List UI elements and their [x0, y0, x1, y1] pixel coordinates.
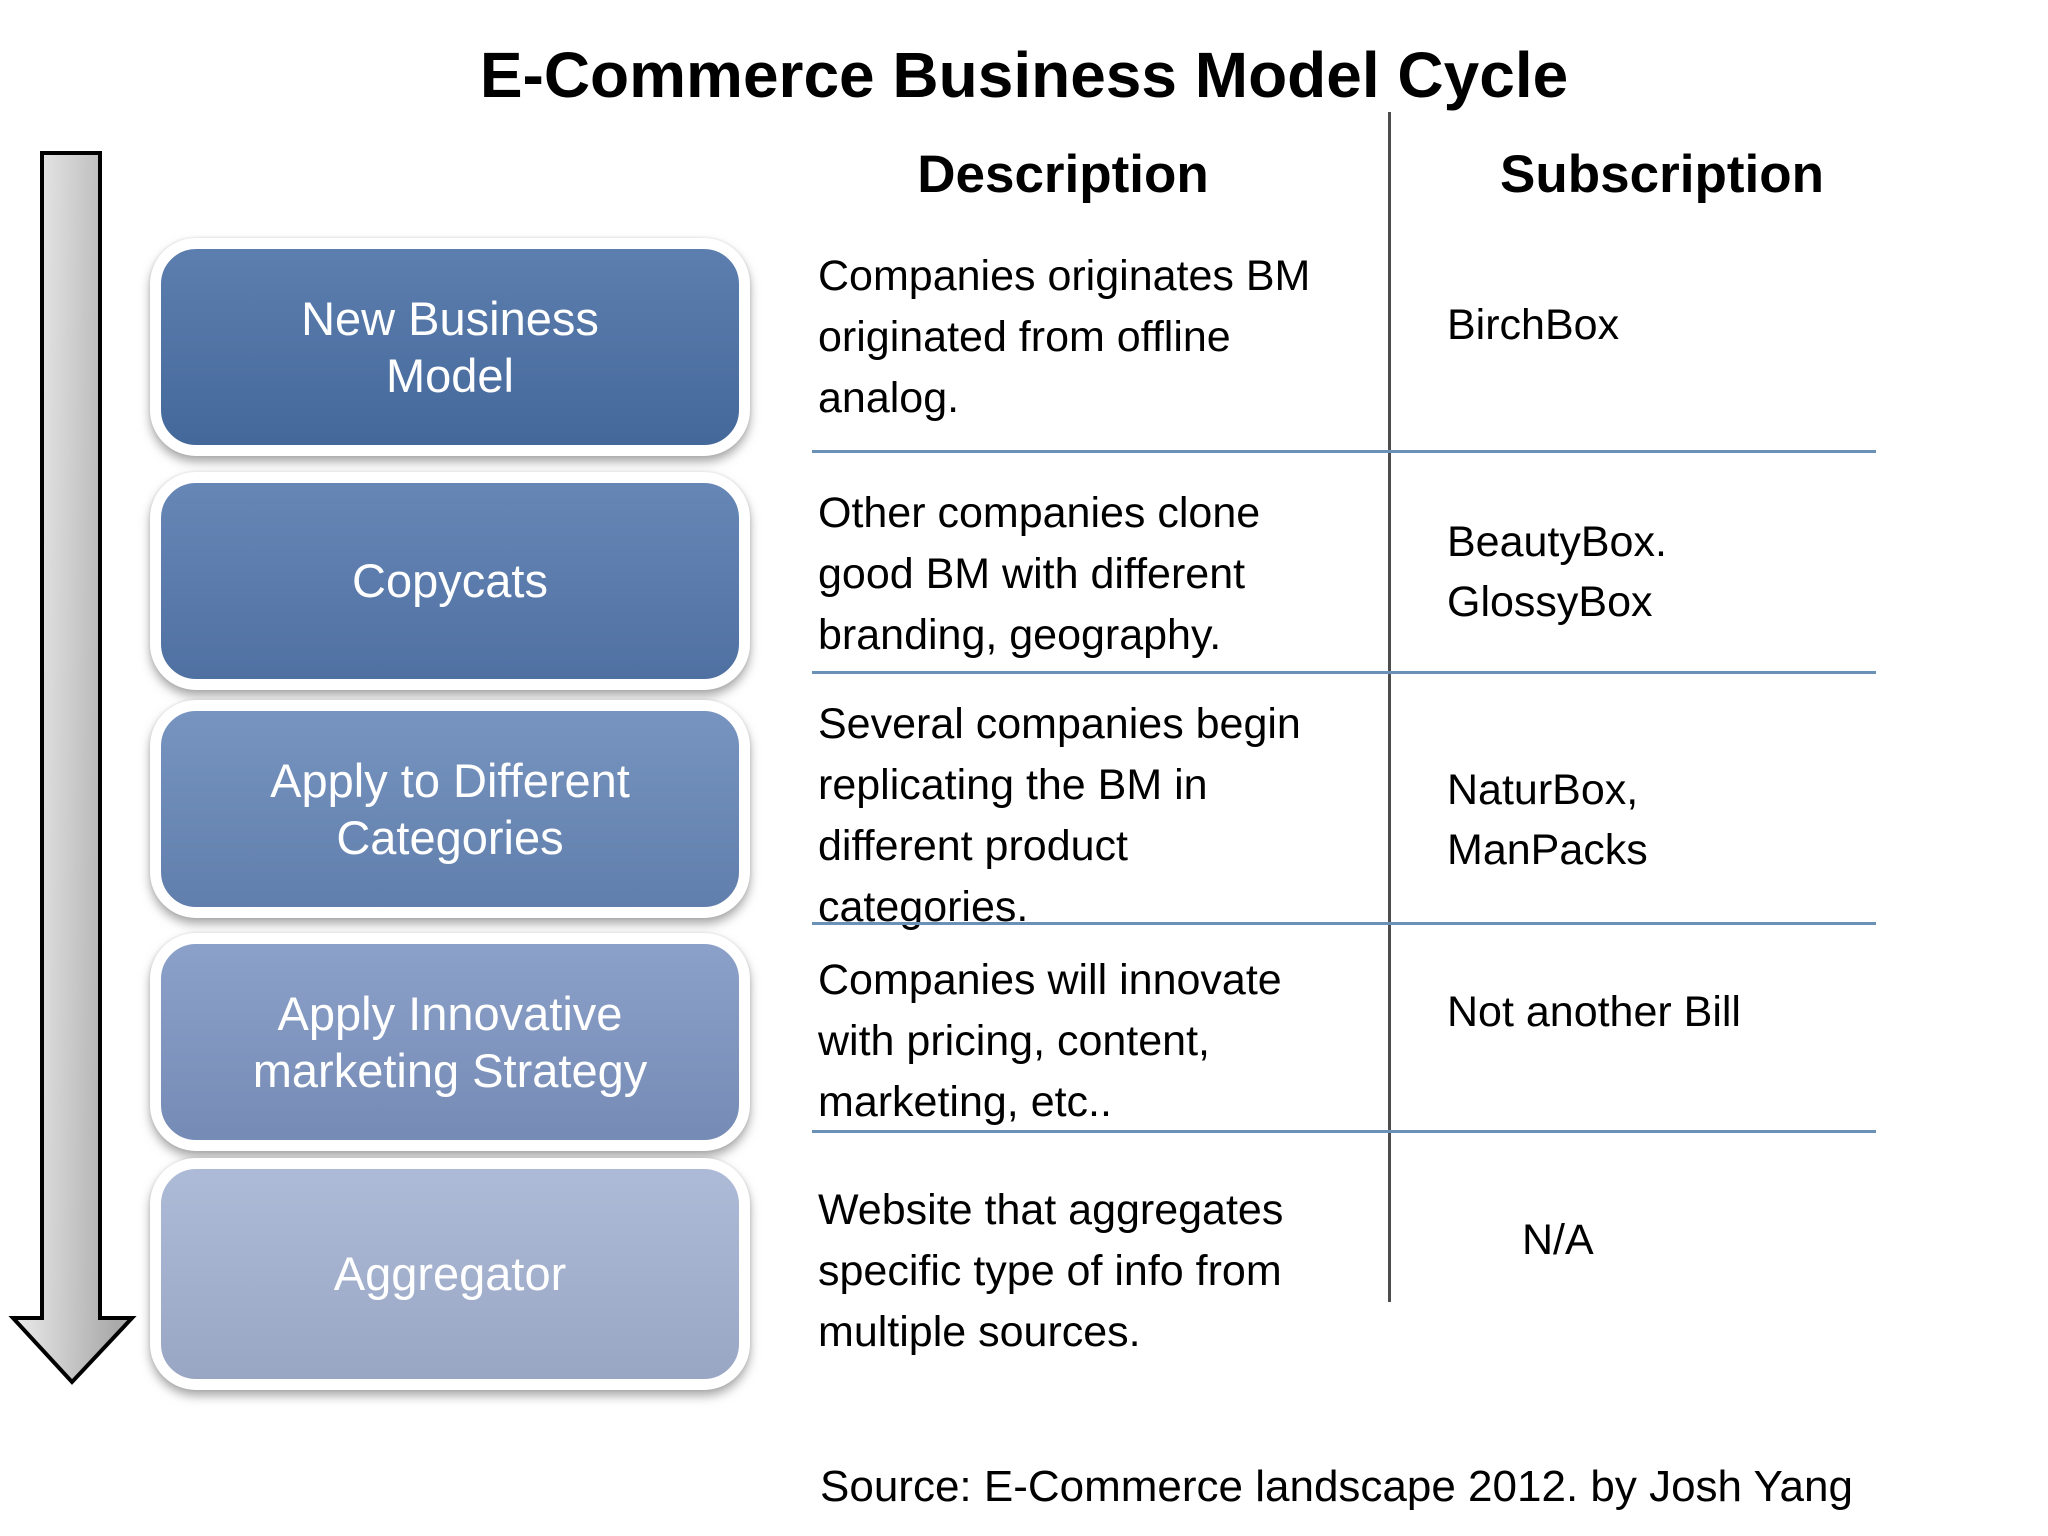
- description-cell-row2: Other companies clone good BM with diffe…: [818, 489, 1261, 659]
- row-divider-1: [812, 450, 1876, 453]
- stage-label: Apply to Different Categories: [270, 753, 630, 864]
- stage-label: Aggregator: [333, 1247, 567, 1301]
- subscription-cell-row1: BirchBox: [1447, 301, 1620, 349]
- source-credit: Source: E-Commerce landscape 2012. by Jo…: [820, 1462, 1853, 1511]
- stage-box-apply-innovative-marketing: Apply Innovative marketing Strategy: [150, 933, 750, 1151]
- stage-label: Apply Innovative marketing Strategy: [252, 986, 648, 1097]
- description-cell-row5: Website that aggregates specific type of…: [818, 1186, 1284, 1356]
- description-cell-row4: Companies will innovate with pricing, co…: [818, 956, 1282, 1126]
- row-divider-3: [812, 922, 1876, 925]
- subscription-column-header: Subscription: [1500, 145, 1824, 204]
- stage-label: New Business Model: [301, 291, 599, 402]
- subscription-cell-row4: Not another Bill: [1447, 988, 1741, 1036]
- subscription-cell-row5: N/A: [1522, 1216, 1594, 1264]
- stage-box-new-business-model: New Business Model: [150, 238, 750, 456]
- stage-box-copycats: Copycats: [150, 472, 750, 690]
- column-divider: [1388, 112, 1391, 1302]
- flow-down-arrow-icon: [8, 151, 137, 1385]
- page-title: E-Commerce Business Model Cycle: [479, 39, 1569, 111]
- stage-box-apply-different-categories: Apply to Different Categories: [150, 700, 750, 918]
- description-cell-row3: Several companies begin replicating the …: [818, 700, 1301, 931]
- description-cell-row1: Companies originates BM originated from …: [818, 252, 1311, 422]
- stage-box-aggregator: Aggregator: [150, 1158, 750, 1390]
- row-divider-4: [812, 1130, 1876, 1133]
- stage-label: Copycats: [352, 554, 548, 608]
- subscription-cell-row3: NaturBox, ManPacks: [1447, 766, 1648, 874]
- row-divider-2: [812, 671, 1876, 674]
- description-column-header: Description: [917, 145, 1209, 204]
- subscription-cell-row2: BeautyBox. GlossyBox: [1447, 518, 1667, 626]
